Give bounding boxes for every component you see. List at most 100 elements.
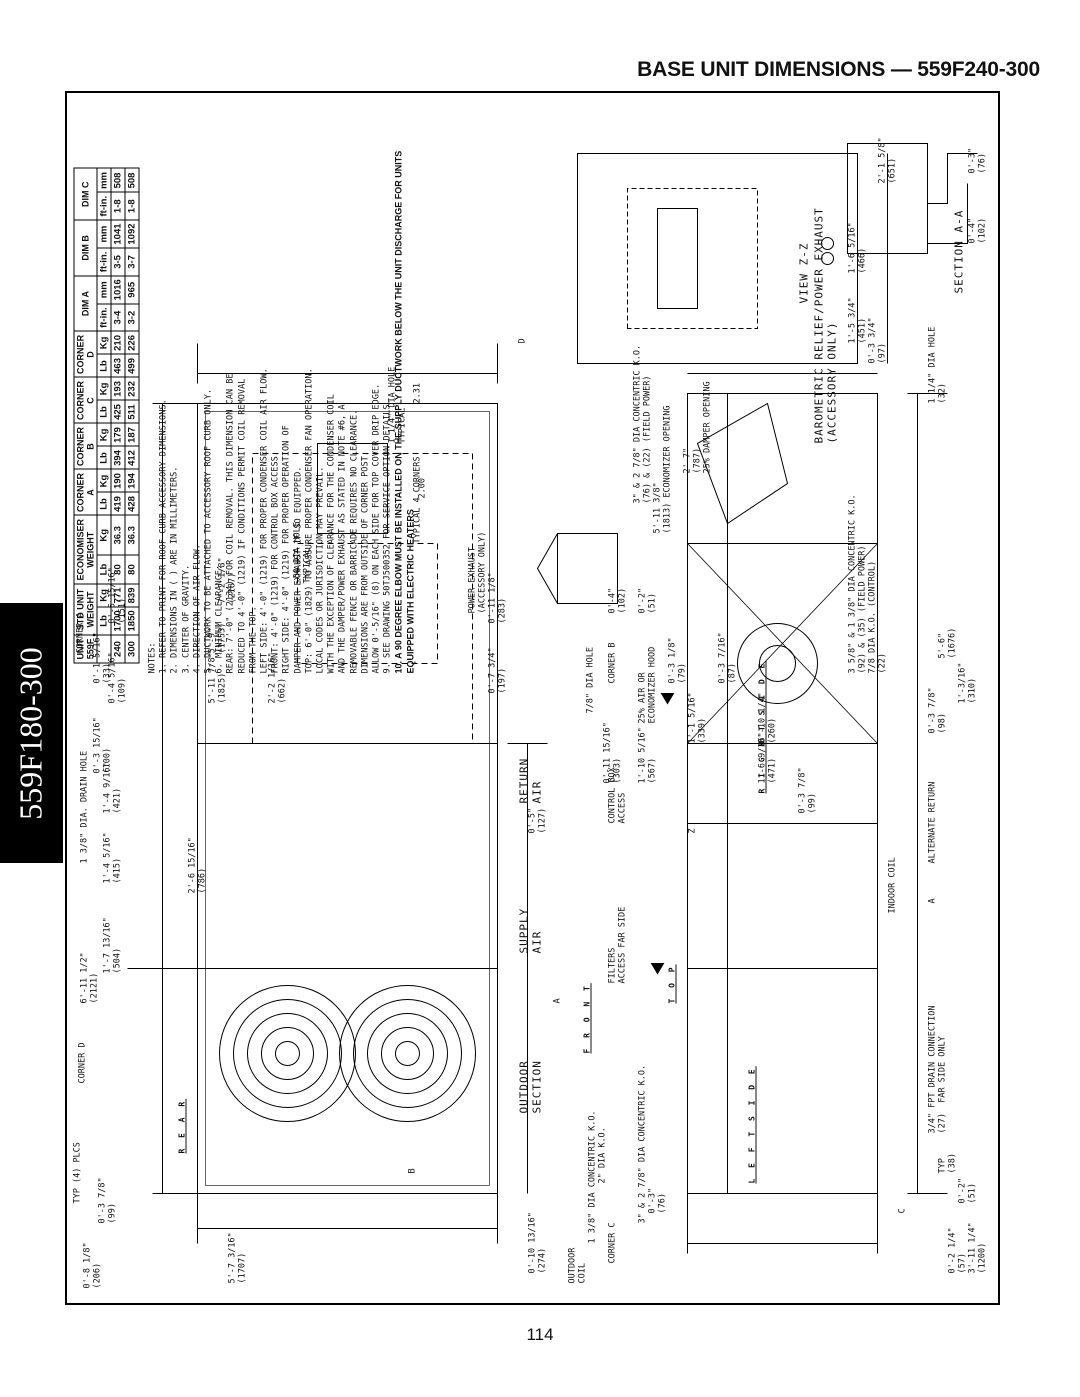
label-corner-d: CORNER D [77,1042,87,1083]
table-subheader: Kg [96,422,111,446]
note-item: 2. DIMENSIONS IN ( ) ARE IN MILLIMETERS. [169,466,180,673]
table-cell: 428 [124,491,139,515]
section-tab: 559F180-300 [0,603,63,863]
notes-block: NOTES: 1. REFER TO PRINT FOR ROOF CURB A… [147,88,416,673]
table-cell: 210 [110,330,125,354]
table-cell: 3-7 [124,247,139,276]
note-item: DAMPER AND POWER EXHAUST IF SO EQUIPPED. [292,466,303,673]
table-cell: 3-5 [110,247,125,276]
table-subheader: ft-in. [96,191,111,220]
label-supply-air: SUPPLY AIR [517,907,543,953]
table-cell: 179 [110,422,125,446]
drawing-frame: UNIT 559F STD UNIT WEIGHT ECONOMISER WEI… [65,91,1000,1305]
label-ko-2: 2" DIA K.O. [597,1126,607,1183]
label-dim-d: D [517,337,527,343]
label-dim-c: C [897,1207,907,1213]
dim-0-3b: 0'-3" (76) [647,1187,667,1213]
note-item: AND THE DAMPER/POWER EXHAUST AS STATED I… [337,403,348,673]
table-subheader: Lb [96,399,111,423]
note-item: DIMENSIONS ARE FROM OUTSIDE OF CORNER PO… [359,450,370,673]
table-cell: 187 [124,422,139,446]
table-cell: 193 [110,376,125,400]
label-alternate-return: ALTERNATE RETURN [927,781,937,863]
label-a-mark: A [927,897,937,903]
dim-1-3-16: 1'-3/16" (310) [957,662,977,703]
label-typical-4-corners: TYPICAL 4 CORNERS [412,456,422,543]
table-subheader: Lb [96,353,111,377]
label-power-exhaust: POWER EXHAUST (ACCESSORY ONLY) [467,531,487,613]
dim-5-7-3-16: 5'-7 3/16" (1707) [227,1231,247,1283]
table-cell: 3-2 [124,303,139,331]
table-cell: 463 [110,353,125,377]
label-left-side: L E F T S I D E [747,1065,756,1183]
table-subheader: Lb [96,445,111,469]
label-barometric: BAROMETRIC RELIEF/POWER EXHAUST (ACCESSO… [812,206,838,443]
label-outdoor-coil: OUTDOOR COIL [567,1247,587,1283]
table-subheader: mm [96,168,111,192]
label-drain-connection: 3/4" FPT DRAIN CONNECTION (27) FAR SIDE … [927,1005,947,1133]
dim-0-4: 0'-4" (102) [967,217,987,243]
dim-0-3-3-4: 0'-3 3/4" (97) [867,316,887,363]
table-subheader: Kg [96,514,111,555]
table-cell: 499 [124,353,139,377]
col-corner-d: CORNER D [73,330,97,377]
dim-1-5-3-4: 1'-5 3/4" (451) [847,296,867,343]
dim-6-11-1-2: 6'-11 1/2" (2121) [79,951,99,1003]
dim-3-11-1-4: 3'-11 1/4" (1200) [967,1221,987,1273]
label-top: T O P [667,963,676,1003]
note-item: FROM THE TOP. [247,605,258,673]
label-ko-378: 3" & 2 7/8" DIA CONCENTRIC K.O. [637,1064,647,1223]
dim-0-11-1-8: 0'-11 1/8" (283) [487,571,507,623]
table-cell: 1041 [110,219,125,248]
table-subheader: ft-in. [96,303,111,331]
page-title: BASE UNIT DIMENSIONS — 559F240-300 [637,58,1040,81]
label-control-ko: 3 5/8" & 1 3/8" DIA CONCENTRIC K.O. (92)… [847,493,887,673]
table-subheader: mm [96,219,111,248]
table-cell: 1-8 [110,191,125,220]
note-item: LOCAL CODES OR JURISDICTION MAY PREVAIL. [315,466,326,673]
table-cell: 419 [110,491,125,515]
note-item: RIGHT SIDE: 4'-0" (1219) FOR PROPER OPER… [281,424,292,673]
dim-7-2-1-8: 7'-2 1/8" (2187) [217,556,237,603]
label-economizer-opening: 5'-11 3/8" (1813) ECONOMIZER OPENING [652,405,672,533]
fan-2 [338,984,476,1122]
col-corner-a: CORNER A [73,468,97,515]
rotated-drawing: UNIT 559F STD UNIT WEIGHT ECONOMISER WEI… [67,93,998,1303]
label-ko-138: 1 3/8" DIA CONCENTRIC K.O. [587,1109,597,1243]
table-cell: 412 [124,445,139,469]
dim-0-7-3-4: 0'-7 3/4" (197) [487,646,507,693]
dim-5-9: 5'-9" (1753) [207,622,227,653]
table-cell: 190 [110,468,125,492]
table-cell: 1092 [124,219,139,248]
col-corner-b: CORNER B [73,422,97,469]
col-dim-a: DIM A [73,275,97,331]
table-cell: 1016 [110,275,125,304]
table-cell: 394 [110,445,125,469]
notes-header: NOTES: [147,641,157,673]
col-corner-c: CORNER C [73,376,97,423]
note-item: REDUCED TO 4'-0" (1219) IF CONDITIONS PE… [236,378,247,673]
table-cell: 36.3 [124,514,139,555]
note-item: TOP: 6'-0" (1829) TO ASSURE PROPER CONDE… [303,367,314,673]
dim-0-2-1-4: 0'-2 1/4" (57) [947,1226,967,1273]
table-cell: 965 [124,275,139,304]
table-subheader: ft-in. [96,247,111,276]
label-ko-78: 7/8" DIA HOLE [585,646,595,713]
col-dim-c: DIM C [73,168,97,220]
dim-1-1-5-16: 1'-1 5/16" (339) [687,691,707,743]
dim-0-3-7-8b: 0'-3 7/8" (99) [797,766,817,813]
dim-0-3: 0'-3" (76) [967,147,987,173]
dim-2-1-5-8: 2'-1 5/8" (651) [877,136,897,183]
dim-0-8-1-8: 0'-8 1/8" (206) [82,1241,102,1288]
note-item: ALLOW 0'-5/16" (8) ON EACH SIDE FOR TOP … [371,383,382,673]
table-subheader: Kg [96,330,111,354]
note-item: 4. DIRECTION OF AIR FLOW. [191,543,202,673]
label-rear: R E A R [177,1098,186,1153]
section-tab-label: 559F180-300 [13,646,50,820]
dim-5-11-7-8: 5'-11 7/8" (1825) [207,651,227,703]
dim-0-3-7-16: 0'-3 7/16" (87) [717,631,737,683]
label-front: F R O N T [582,982,591,1053]
dim-0-4b: 0'-4" (102) [607,587,627,613]
dim-0-5-15-16: 0'-5 15/16" (151) [107,566,127,623]
label-dim-200: 2.00 [417,477,427,498]
